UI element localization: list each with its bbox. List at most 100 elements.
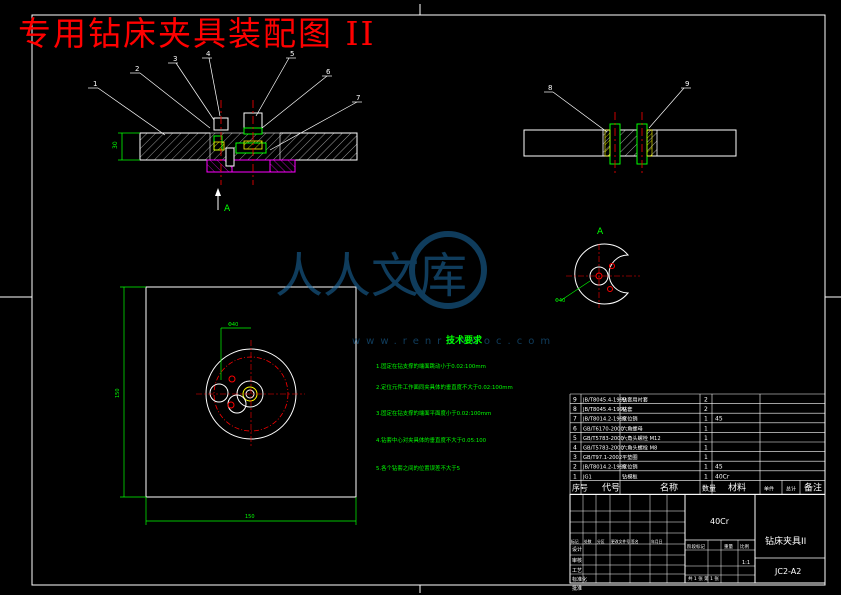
bom-row-qty: 1 [704,464,708,471]
tech-item-1: 1.固定在钻支撑的端面跳动小于0.02:100mm [376,362,486,370]
bom-row-seq: 9 [573,397,577,404]
bom-row-name: 钻套用衬套 [622,396,649,404]
bom-row-code: GB/T6170-2000 [583,426,624,432]
scale-value: 1:1 [742,560,750,566]
drawing-frame [0,4,841,593]
bom-row-name: 六角螺母 [622,424,643,432]
title-material: 40Cr [710,517,730,526]
bom-row-code: JB/T8014.2-1999 [582,465,626,471]
sheet-text: 共 1 张 第 1 张 [688,575,719,582]
bom-header-seq: 序号 [572,482,588,492]
tech-heading: 技术要求 [446,334,483,346]
bom-row-code: JB/T8045.4-1999 [582,398,626,404]
side-view: 8 9 [523,80,737,175]
section-a-detail: A Φ40 [555,227,640,308]
watermark: 人人文库 www.renrendoc.com [275,231,556,347]
bom-row-seq: 4 [573,445,577,452]
tech-item-4: 4.钻套中心对夹具体的垂直度不大于0.05:100 [376,436,487,444]
bom-row-code: GB/T5783-2000 [583,446,624,452]
stage-label: 重量 [724,543,733,550]
width-dimension: 150 [245,514,255,520]
watermark-url: www.renrendoc.com [352,336,556,347]
drawing-title: 专用钻床夹具装配图 II [18,14,376,53]
bom-header-remark: 备注 [804,481,822,493]
watermark-brand: 人人文库 [275,248,467,304]
bom-row-name: 平垫圈 [622,453,638,461]
bom-row-material: 45 [715,464,723,471]
bom-row-qty: 1 [704,435,708,442]
bom-row-qty: 2 [704,406,708,413]
role-label: 设计 [572,546,582,553]
height-dimension: 150 [115,388,121,398]
title-drawing-name: 钻床夹具II [765,535,806,547]
balloon-8: 8 [548,84,552,92]
bom-row-code: GB/T97.1-2002 [583,455,622,461]
role-label: 工艺 [572,568,582,574]
thickness-dimension: 30 [112,141,119,149]
front-view: 30 A [112,100,358,214]
bom-row-name: 钻模板 [622,472,638,480]
bom-row-qty: 2 [704,397,708,404]
tech-item-5: 5.各个钻套之间的位置误差不大于5 [376,464,460,472]
role-label: 审核 [572,557,582,564]
sign-label: 签名 [631,539,639,544]
bom-row-name: 钻套 [622,405,633,413]
bom-header-unit: 单件 [764,485,774,492]
bom-row-name: 定位销 [622,415,638,423]
svg-text:A: A [224,204,231,214]
top-view: 150 150 Φ40 [115,286,357,525]
balloon-6: 6 [326,68,331,76]
bom-row-qty: 1 [704,445,708,452]
balloon-2: 2 [135,65,139,73]
technical-requirements: 技术要求 1.固定在钻支撑的端面跳动小于0.02:100mm 2.定位元件工作面… [376,334,513,472]
bom-row-material: 45 [715,416,723,423]
stage-label: 阶段标记 [687,543,705,550]
bom-row-code: JG1 [582,474,592,480]
sign-label: 分区 [597,539,605,544]
bom-row-seq: 1 [573,473,577,480]
bom-row-code: GB/T5783-2000 [583,436,624,442]
bom-row-material: 40Cr [715,473,730,480]
balloon-9: 9 [685,80,689,88]
tech-item-3: 3.固定在钻支撑的端面平面度小于0.02:100mm [376,409,491,417]
bom-header-qty: 数量 [702,483,716,492]
bom-header-material: 材料 [728,481,746,493]
svg-text:Φ40: Φ40 [228,322,238,328]
bom-row-qty: 1 [704,454,708,461]
bom-row-seq: 5 [573,435,577,442]
balloon-7: 7 [356,94,360,102]
bom-row-qty: 1 [704,473,708,480]
bom-row-name: 定位销 [622,463,638,471]
tech-item-2: 2.定位元件工作面同夹具体的垂直度不大于0.02:100mm [376,383,513,391]
stage-label: 比例 [740,543,749,550]
svg-text:A: A [597,227,604,237]
bom-row-seq: 3 [573,454,577,461]
title-block: 标记处数分区更改文件号签名年月日设计审核工艺标准化批准阶段标记重量比例1:1共 … [569,493,826,592]
sign-label: 处数 [584,539,592,544]
bom-row-name: 六角头螺栓 M12 [622,434,661,442]
bom-row-code: JB/T8014.2-1999 [582,417,626,423]
sign-label: 更改文件号 [611,539,630,544]
bom-row-seq: 6 [573,425,577,432]
balloons-left [88,57,362,151]
bom-header-code: 代号 [602,482,620,493]
role-label: 批准 [572,585,582,592]
bom-header-total: 总计 [786,485,796,492]
plate-outline [145,286,357,498]
view-arrow-a: A [215,188,231,214]
bom-row-qty: 1 [704,416,708,423]
bom-row-seq: 7 [573,416,577,423]
bom-row-code: JB/T8045.4-1999 [582,407,626,413]
sign-label: 年月日 [651,539,663,544]
svg-text:Φ40: Φ40 [555,298,565,304]
title-drawing-no: JC2-A2 [774,567,801,576]
bom-header-name: 名称 [660,481,678,493]
balloon-5: 5 [290,50,294,58]
balloon-3: 3 [173,55,177,63]
balloon-4: 4 [206,50,211,58]
bom-row-name: 六角头螺栓 M8 [622,444,657,452]
bom-row-qty: 1 [704,425,708,432]
role-label: 标准化 [572,576,587,583]
